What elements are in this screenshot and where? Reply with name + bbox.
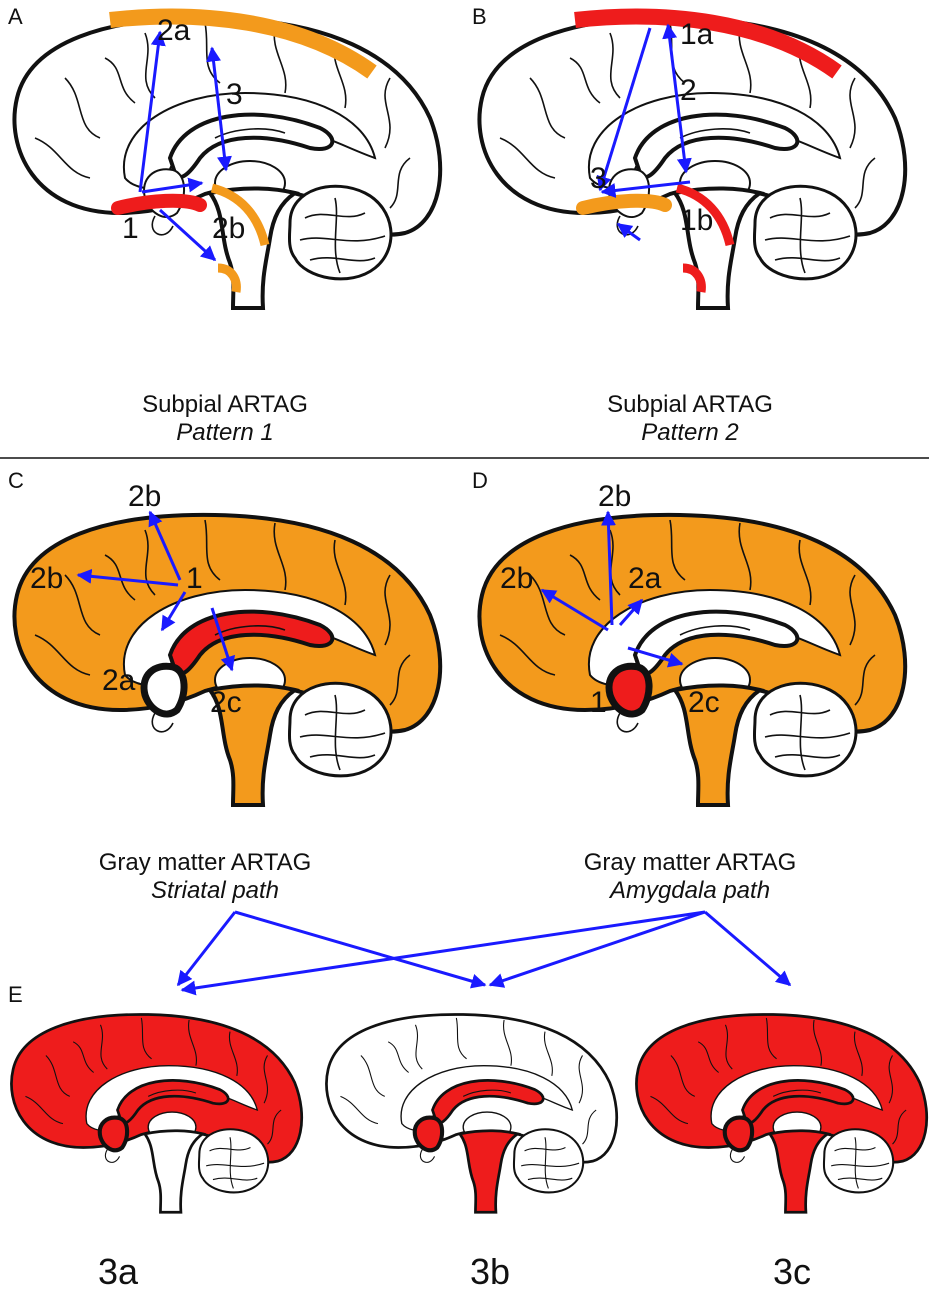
arrow [160, 591, 187, 632]
brain-diagram [12, 15, 443, 310]
arrow [180, 910, 706, 996]
label: 2b [30, 562, 63, 595]
arrow [176, 911, 237, 987]
label: 2a [628, 562, 662, 595]
caption: Gray matter ARTAG [99, 849, 312, 876]
label: 2c [210, 686, 242, 719]
subcaption: Amygdala path [608, 877, 770, 904]
label: 1 [186, 562, 203, 595]
label: 3 [590, 162, 607, 195]
label: 1a [680, 18, 714, 51]
arrow [540, 588, 609, 632]
arrow [148, 510, 182, 581]
arrow [616, 222, 641, 242]
label: 2a [102, 664, 136, 697]
label: 3c [773, 1251, 811, 1292]
label: 2b [128, 480, 161, 513]
subcaption: Pattern 2 [641, 419, 738, 446]
panel-e: E 3a 3b 3c [8, 982, 929, 1292]
subcaption: Pattern 1 [176, 419, 273, 446]
brain-diagram-3b [324, 1012, 619, 1214]
orange-region-cortex [109, 8, 377, 79]
brain-diagram [477, 15, 908, 310]
red-region-1 [111, 193, 207, 215]
arrow [627, 646, 684, 668]
arrow [210, 607, 235, 672]
label: 1 [590, 686, 607, 719]
panel-b: B 1a 2 3 1b Subpial ARTAG Pattern 2 [472, 4, 908, 446]
panel-letter: C [8, 468, 24, 493]
red-region-cortex [574, 8, 842, 79]
label: 3 [226, 78, 243, 111]
red-region-1b [675, 183, 735, 247]
arrow [234, 910, 487, 989]
label: 2b [598, 480, 631, 513]
brain-diagram-3c [634, 1012, 929, 1214]
label: 2a [157, 14, 191, 47]
arrow [704, 910, 792, 987]
arrow [600, 180, 691, 198]
subcaption: Striatal path [151, 877, 279, 904]
label: 1b [680, 204, 713, 237]
arrow [141, 177, 204, 194]
panel-letter: B [472, 4, 487, 29]
label: 1 [122, 212, 139, 245]
caption: Gray matter ARTAG [584, 849, 797, 876]
orange-region-lower [217, 263, 241, 293]
label: 3a [98, 1251, 139, 1292]
label: 2b [212, 212, 245, 245]
orange-region-3 [576, 193, 672, 215]
arrow [138, 30, 166, 193]
panel-d: D 2b 2b 2a 1 2c Gray matter ARTAG Amygda… [472, 468, 905, 904]
orange-region-2b [210, 183, 270, 247]
label: 2c [688, 686, 720, 719]
panel-a: A 2a 3 1 2b Subpial ARTAG Pattern 1 [8, 4, 443, 446]
arrow [600, 510, 616, 626]
pathway-arrows [176, 910, 792, 996]
brain-diagram-3a [9, 1012, 304, 1214]
arrow [76, 568, 179, 587]
label: 3b [470, 1251, 510, 1292]
arrow [618, 598, 644, 626]
panel-c: C 2b 2b 1 2a 2c Gray matter ARTAG Striat… [8, 468, 440, 904]
red-region-lower [682, 263, 706, 293]
arrow [662, 23, 692, 174]
arrow [488, 910, 706, 988]
caption: Subpial ARTAG [607, 391, 773, 418]
arrow [596, 27, 652, 192]
arrow [158, 208, 217, 262]
label: 2 [680, 74, 697, 107]
caption: Subpial ARTAG [142, 391, 308, 418]
panel-letter: D [472, 468, 488, 493]
panel-letter: E [8, 982, 23, 1007]
arrow [206, 46, 232, 172]
brain-diagram [479, 515, 905, 805]
panel-letter: A [8, 4, 23, 29]
label: 2b [500, 562, 533, 595]
